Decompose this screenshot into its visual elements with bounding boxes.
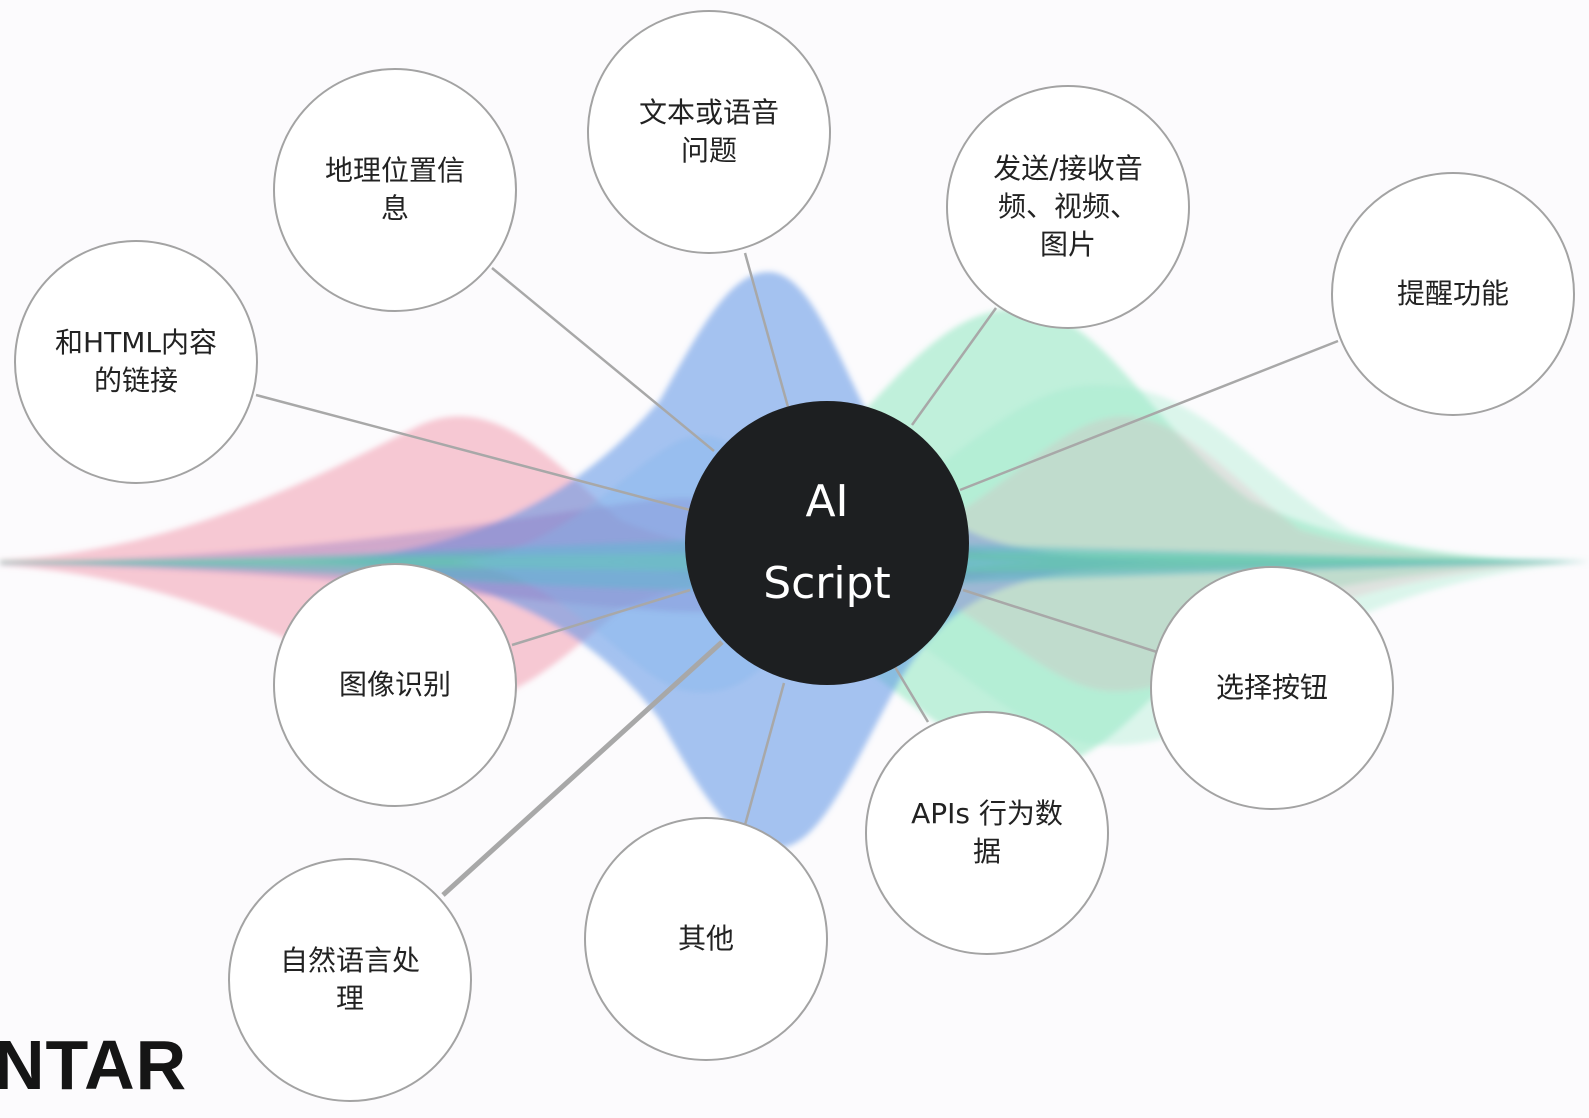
connector-apis bbox=[893, 666, 930, 723]
connector-reminder bbox=[959, 339, 1339, 492]
node-select-button-label: 选择按钮 bbox=[1215, 671, 1328, 704]
node-select-button: 选择按钮 bbox=[1150, 566, 1394, 810]
node-apis: APIs 行为数 据 bbox=[865, 711, 1109, 955]
connector-nlp bbox=[441, 640, 724, 897]
node-apis-label: APIs 行为数 据 bbox=[911, 797, 1063, 868]
center-hub-line1: AI bbox=[805, 476, 849, 527]
node-reminder-label: 提醒功能 bbox=[1396, 277, 1509, 310]
connector-geo bbox=[491, 267, 715, 452]
node-text-voice: 文本或语音 问题 bbox=[587, 10, 831, 254]
connector-text-voice bbox=[743, 252, 790, 408]
center-hub-line2: Script bbox=[763, 558, 891, 609]
node-image-recog: 图像识别 bbox=[273, 563, 517, 807]
connector-select-button bbox=[962, 588, 1158, 654]
node-other-label: 其他 bbox=[677, 922, 734, 955]
brand-logo-text: NTAR bbox=[0, 1026, 188, 1104]
node-nlp-label: 自然语言处 理 bbox=[279, 944, 420, 1015]
center-hub: AI Script bbox=[685, 401, 969, 685]
node-nlp: 自然语言处 理 bbox=[228, 858, 472, 1102]
node-reminder: 提醒功能 bbox=[1331, 172, 1575, 416]
node-text-voice-label: 文本或语音 问题 bbox=[638, 96, 779, 167]
node-media-label: 发送/接收音 频、视频、 图片 bbox=[993, 152, 1143, 261]
connector-lines bbox=[255, 252, 1339, 897]
connector-image-recog bbox=[511, 588, 691, 647]
node-html-link: 和HTML内容 的链接 bbox=[14, 240, 258, 484]
node-html-link-label: 和HTML内容 的链接 bbox=[55, 326, 217, 397]
node-geo: 地理位置信 息 bbox=[273, 68, 517, 312]
connector-other bbox=[743, 682, 786, 826]
node-media: 发送/接收音 频、视频、 图片 bbox=[946, 85, 1190, 329]
node-geo-label: 地理位置信 息 bbox=[324, 154, 465, 225]
node-other: 其他 bbox=[584, 817, 828, 1061]
connector-media bbox=[910, 307, 998, 426]
node-image-recog-label: 图像识别 bbox=[338, 668, 451, 701]
connector-html-link bbox=[255, 393, 691, 512]
